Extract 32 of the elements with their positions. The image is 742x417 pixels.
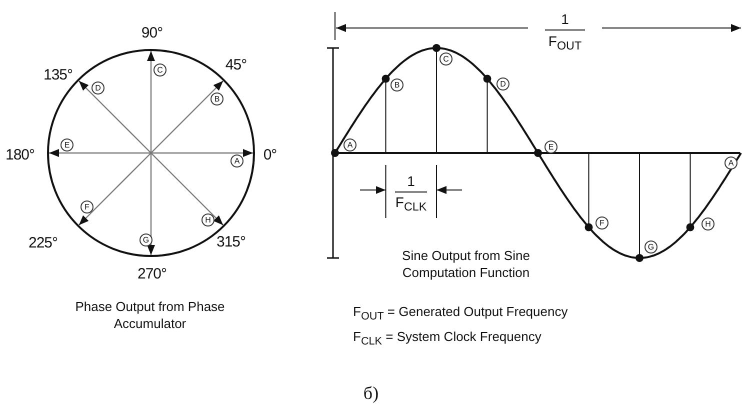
point-label: E xyxy=(60,138,74,152)
definition-text: F$_{OUT}$ = Generated Output Frequency xyxy=(353,305,568,322)
point-label: H xyxy=(702,218,714,230)
point-label: D xyxy=(92,82,104,94)
point-label: C xyxy=(440,52,452,66)
angle-label: 180° xyxy=(5,148,35,162)
caption-text: Sine Output from Sine Computation Function xyxy=(401,248,531,282)
point-label: H xyxy=(202,214,214,226)
point-label: E xyxy=(544,140,558,154)
angle-label: 90° xyxy=(141,26,163,40)
point-label: G xyxy=(140,234,152,246)
point-label: G xyxy=(644,240,658,254)
point-label: D xyxy=(496,78,510,90)
point-label: F xyxy=(596,216,608,230)
fraction-numerator: 1 xyxy=(559,12,571,26)
angle-label: 315° xyxy=(216,234,246,250)
point-label: B xyxy=(210,92,224,106)
point-label: A xyxy=(344,138,356,152)
angle-label: 135° xyxy=(43,68,73,82)
angle-label: 225° xyxy=(28,236,58,250)
angle-label: 270° xyxy=(137,266,167,282)
definition-text: F$_{CLK}$ = System Clock Frequency xyxy=(353,330,542,348)
caption-text: Phase Output from Phase Accumulator xyxy=(75,299,225,333)
figure-caption: б) xyxy=(363,384,379,402)
point-label: B xyxy=(390,78,404,92)
angle-label: 0° xyxy=(263,148,277,162)
fraction-numerator: 1 xyxy=(405,174,417,188)
point-label: A xyxy=(724,156,738,170)
angle-label: 45° xyxy=(225,58,247,72)
point-label: C xyxy=(154,64,166,76)
point-label: F xyxy=(80,200,94,214)
point-label: A xyxy=(230,154,244,168)
